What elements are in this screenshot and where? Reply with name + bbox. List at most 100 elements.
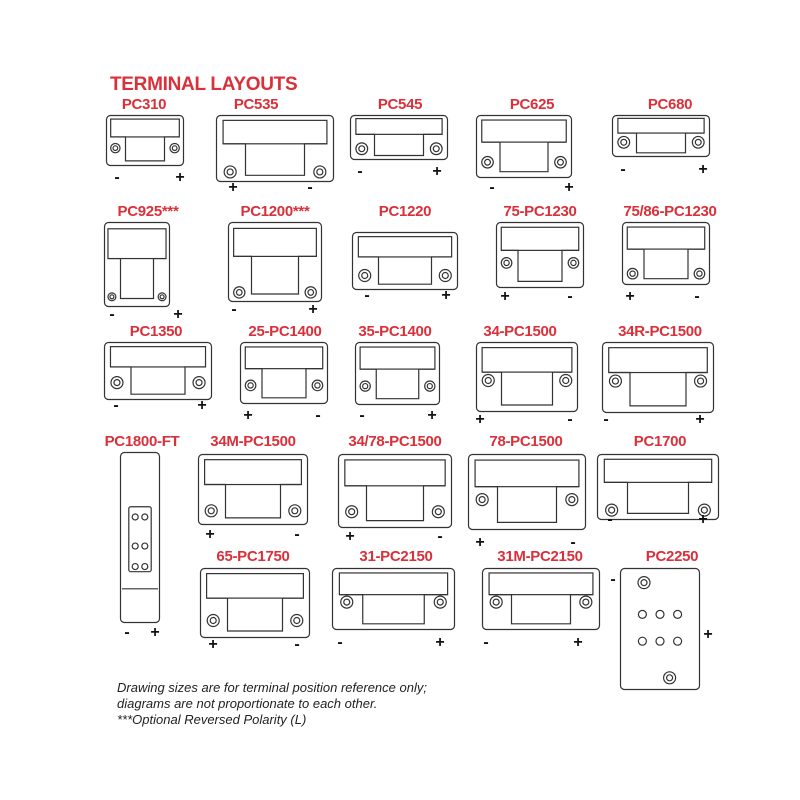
- battery-case: [215, 114, 335, 183]
- battery-case: [119, 451, 161, 624]
- terminal-icon: [481, 155, 494, 169]
- footnote-line-3: ***Optional Reversed Polarity (L): [117, 712, 307, 727]
- terminal-icon: [431, 505, 445, 519]
- battery-diagram: [596, 453, 720, 521]
- terminal-icon: [358, 268, 372, 283]
- battery-label: PC310: [121, 96, 167, 113]
- left-terminal-polarity: -: [610, 571, 616, 588]
- battery-label: PC535: [233, 96, 279, 113]
- terminal-icon: [489, 595, 503, 609]
- battery-diagram: [215, 114, 335, 183]
- left-terminal-polarity: -: [231, 301, 237, 318]
- terminal-icon: [626, 267, 639, 280]
- terminal-icon: [290, 613, 304, 628]
- terminal-icon: [141, 562, 149, 571]
- battery-case: [611, 114, 711, 158]
- terminal-icon: [605, 503, 619, 517]
- right-terminal-polarity: -: [567, 411, 573, 428]
- battery-case: [105, 114, 185, 167]
- terminal-icon: [340, 595, 354, 609]
- left-terminal-polarity: -: [620, 161, 626, 178]
- right-terminal-polarity: +: [150, 624, 160, 641]
- left-terminal-polarity: -: [357, 163, 363, 180]
- battery-diagram: [481, 567, 601, 631]
- terminal-icon: [559, 373, 573, 388]
- left-terminal-polarity: +: [500, 288, 510, 305]
- battery-label: 35-PC1400: [358, 323, 432, 340]
- battery-case: [619, 567, 701, 691]
- battery-case: [621, 221, 711, 286]
- terminal-icon: [110, 375, 124, 390]
- terminal-icon: [554, 155, 567, 169]
- battery-label: PC925***: [117, 203, 179, 220]
- battery-label: 31-PC2150: [359, 548, 433, 565]
- battery-diagram: [331, 567, 456, 631]
- right-terminal-polarity: -: [294, 526, 300, 543]
- terminal-icon: [567, 257, 580, 269]
- terminal-icon: [429, 142, 443, 156]
- terminal-icon: [345, 505, 359, 519]
- right-terminal-polarity: +: [698, 161, 708, 178]
- battery-diagram: [495, 221, 585, 289]
- footnote-line-1: Drawing sizes are for terminal position …: [117, 680, 427, 695]
- terminal-icon: [355, 142, 369, 156]
- right-terminal-polarity: +: [432, 163, 442, 180]
- left-terminal-polarity: -: [483, 634, 489, 651]
- terminal-icon: [359, 380, 371, 392]
- left-terminal-polarity: -: [364, 287, 370, 304]
- left-terminal-polarity: -: [113, 397, 119, 414]
- battery-case: [475, 114, 573, 179]
- right-terminal-polarity: +: [564, 179, 574, 196]
- terminal-icon: [617, 135, 631, 149]
- terminal-icon: [693, 267, 706, 280]
- terminal-icon: [141, 542, 149, 550]
- battery-diagram: [475, 114, 573, 179]
- terminal-icon: [481, 373, 495, 388]
- left-terminal-polarity: -: [109, 306, 115, 323]
- battery-diagram: [227, 221, 323, 303]
- terminal-icon: [157, 292, 167, 302]
- left-terminal-polarity: +: [228, 179, 238, 196]
- left-terminal-polarity: -: [489, 179, 495, 196]
- right-terminal-polarity: -: [567, 288, 573, 305]
- battery-case: [601, 341, 715, 414]
- battery-case: [331, 567, 456, 631]
- terminal-icon: [438, 268, 452, 283]
- left-terminal-polarity: +: [243, 407, 253, 424]
- right-terminal-polarity: -: [315, 407, 321, 424]
- left-terminal-polarity: +: [475, 534, 485, 551]
- right-terminal-polarity: -: [437, 528, 443, 545]
- terminal-icon: [304, 286, 317, 299]
- terminal-icon: [311, 379, 324, 392]
- right-terminal-polarity: +: [573, 634, 583, 651]
- battery-label: PC1220: [378, 203, 432, 220]
- right-terminal-polarity: +: [435, 634, 445, 651]
- left-terminal-polarity: +: [625, 288, 635, 305]
- battery-case: [239, 341, 329, 405]
- battery-case: [351, 231, 459, 291]
- battery-label: 34-PC1500: [483, 323, 557, 340]
- battery-diagram: [105, 114, 185, 167]
- left-terminal-polarity: -: [359, 407, 365, 424]
- left-terminal-polarity: +: [475, 411, 485, 428]
- terminal-icon: [223, 165, 237, 179]
- battery-diagram: [103, 341, 213, 401]
- terminal-icon: [131, 513, 139, 521]
- left-terminal-polarity: -: [337, 634, 343, 651]
- left-terminal-polarity: +: [205, 526, 215, 543]
- right-terminal-polarity: +: [427, 407, 437, 424]
- battery-diagram: [349, 114, 449, 161]
- terminal-icon: [608, 374, 623, 388]
- battery-diagram: [239, 341, 329, 405]
- right-terminal-polarity: +: [695, 411, 705, 428]
- terminal-icon: [565, 492, 579, 507]
- terminal-icon: [424, 380, 436, 392]
- battery-label: PC545: [377, 96, 423, 113]
- battery-case: [103, 341, 213, 401]
- terminal-icon: [131, 562, 139, 571]
- battery-label: 25-PC1400: [248, 323, 322, 340]
- terminal-icon: [662, 671, 677, 685]
- right-terminal-polarity: -: [694, 288, 700, 305]
- terminal-icon: [433, 595, 447, 609]
- right-terminal-polarity: +: [703, 626, 713, 643]
